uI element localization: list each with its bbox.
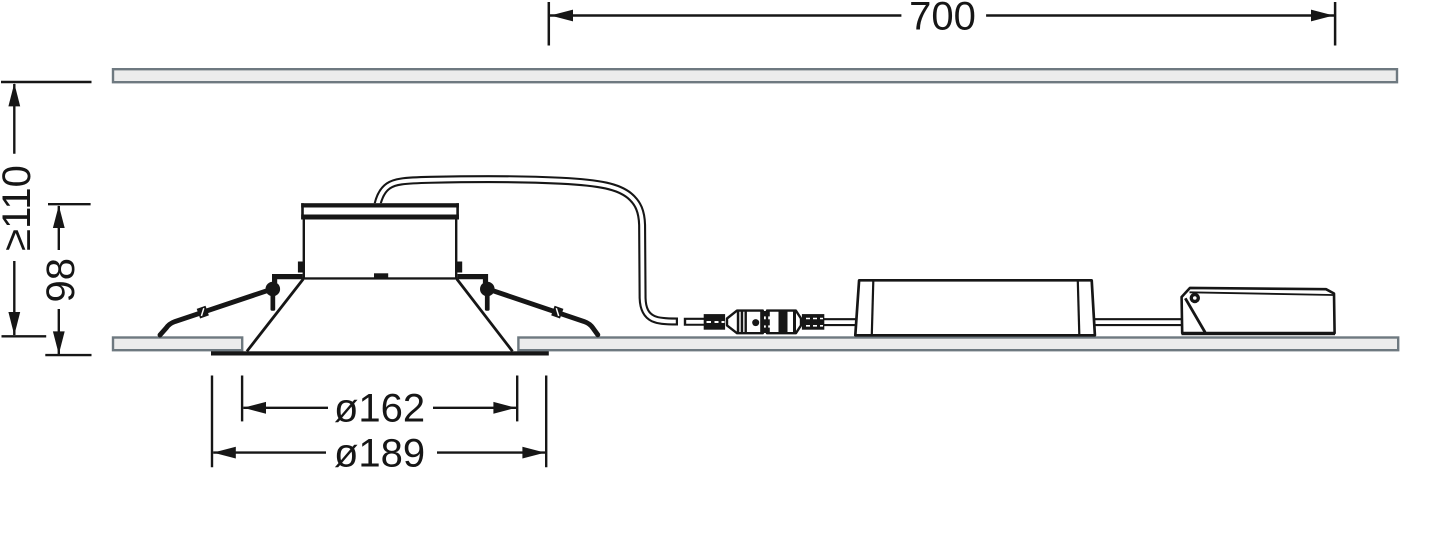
svg-text:700: 700	[909, 0, 976, 38]
svg-text:≥110: ≥110	[0, 165, 39, 251]
svg-text:ø189: ø189	[334, 431, 425, 475]
svg-text:98: 98	[39, 258, 83, 303]
svg-text:ø162: ø162	[334, 387, 425, 431]
